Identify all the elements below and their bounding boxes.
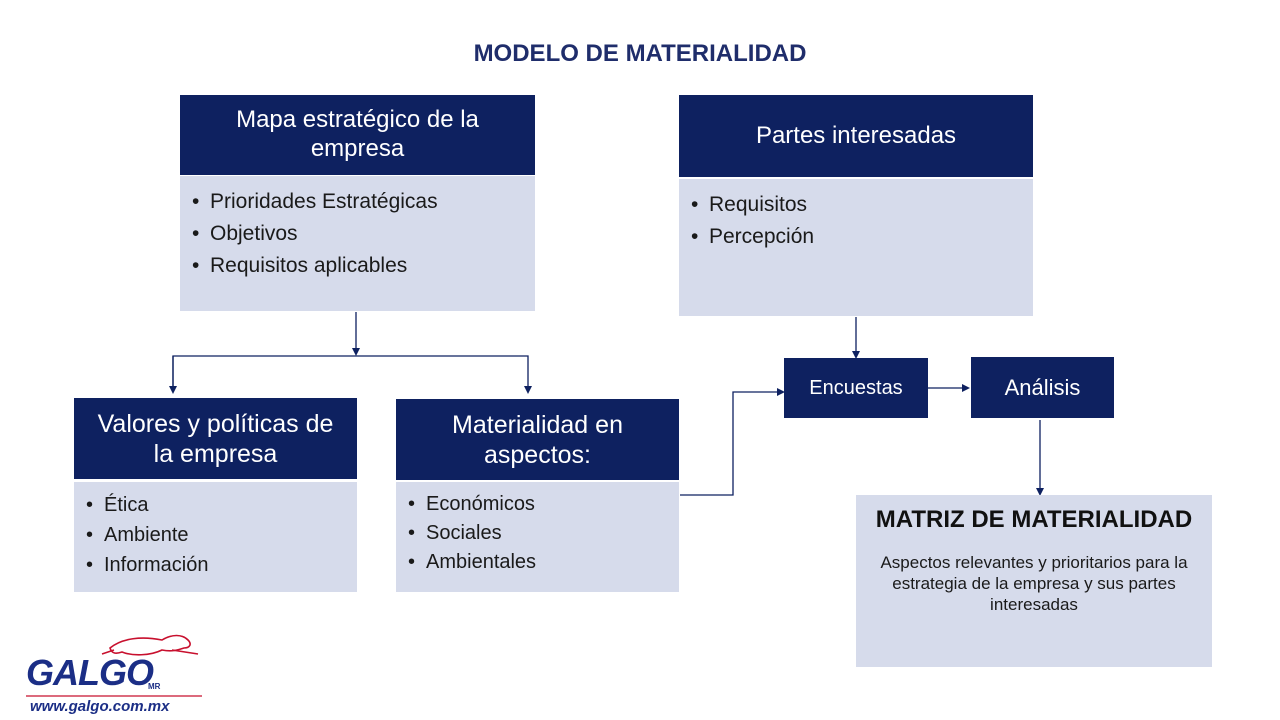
partes-item: Requisitos — [689, 189, 1023, 221]
materialidad-item: Ambientales — [406, 548, 669, 577]
valores-item: Información — [84, 550, 347, 580]
logo-url: www.galgo.com.mx — [30, 698, 170, 715]
valores-header-text: Valores y políticas de la empresa — [97, 409, 334, 468]
valores-item: Ambiente — [84, 520, 347, 550]
materialidad-header-text: Materialidad en aspectos: — [452, 410, 623, 469]
encuestas-label: Encuestas — [809, 376, 903, 399]
mapa-header-text: Mapa estratégico de la empresa — [236, 106, 479, 162]
partes-header: Partes interesadas — [679, 95, 1033, 177]
page-title: MODELO DE MATERIALIDAD — [473, 40, 807, 67]
matriz-description: Aspectos relevantes y prioritarios para … — [880, 552, 1188, 615]
mapa-item: Objetivos — [190, 218, 525, 250]
mapa-header: Mapa estratégico de la empresa — [180, 95, 535, 175]
partes-body: Requisitos Percepción — [679, 179, 1033, 316]
mapa-item: Requisitos aplicables — [190, 250, 525, 282]
matriz-box: MATRIZ DE MATERIALIDAD Aspectos relevant… — [856, 495, 1212, 667]
materialidad-item: Económicos — [406, 490, 669, 519]
encuestas-box: Encuestas — [784, 358, 928, 418]
partes-item: Percepción — [689, 221, 1023, 253]
matriz-title: MATRIZ DE MATERIALIDAD — [875, 506, 1193, 533]
valores-body: Ética Ambiente Información — [74, 482, 357, 592]
logo-name: GALGO — [26, 652, 154, 693]
analisis-label: Análisis — [1004, 374, 1081, 400]
analisis-box: Análisis — [971, 357, 1114, 418]
mapa-item: Prioridades Estratégicas — [190, 186, 525, 218]
valores-header: Valores y políticas de la empresa — [74, 398, 357, 479]
galgo-logo: GALGO MR www.galgo.com.mx — [22, 632, 212, 720]
partes-header-text: Partes interesadas — [755, 121, 957, 149]
materialidad-header: Materialidad en aspectos: — [396, 399, 679, 480]
logo-mark: MR — [148, 682, 161, 691]
valores-item: Ética — [84, 490, 347, 520]
materialidad-item: Sociales — [406, 519, 669, 548]
greyhound-icon — [26, 634, 202, 697]
mapa-body: Prioridades Estratégicas Objetivos Requi… — [180, 176, 535, 311]
materialidad-body: Económicos Sociales Ambientales — [396, 482, 679, 592]
